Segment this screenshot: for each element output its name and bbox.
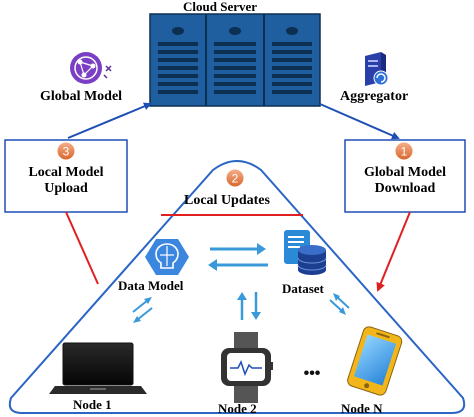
node2-exchange-arrows bbox=[237, 292, 261, 320]
data-model-label: Data Model bbox=[118, 278, 184, 293]
svg-text:1: 1 bbox=[401, 145, 408, 159]
upload-box-label: Local Model Upload bbox=[5, 165, 127, 197]
svg-text:3: 3 bbox=[63, 145, 70, 159]
server-icon bbox=[149, 13, 321, 107]
more-nodes-ellipsis: ••• bbox=[304, 365, 321, 382]
download-arrow bbox=[319, 103, 400, 140]
upload-box-line1: Local Model bbox=[28, 165, 104, 180]
dataset-label: Dataset bbox=[282, 281, 324, 296]
phone-icon bbox=[347, 326, 403, 396]
step-3-badge: 3 bbox=[56, 141, 76, 161]
download-box-line1: Global Model bbox=[363, 165, 447, 180]
upload-box-line2: Upload bbox=[44, 181, 88, 197]
smartwatch-icon bbox=[221, 332, 273, 403]
step-1-badge: 1 bbox=[394, 141, 414, 161]
upload-arrow bbox=[67, 102, 152, 139]
noden-exchange-arrows bbox=[329, 293, 350, 315]
download-box-label: Global Model Download bbox=[345, 165, 465, 197]
node-1-label: Node 1 bbox=[73, 397, 112, 412]
data-model-icon bbox=[145, 239, 189, 275]
download-box-line2: Download bbox=[374, 181, 436, 197]
local-environment-triangle bbox=[8, 160, 466, 414]
global-model-label: Global Model bbox=[40, 89, 123, 104]
node-n-label: Node N bbox=[341, 401, 383, 416]
data-exchange-arrows bbox=[208, 243, 268, 271]
upload-connector bbox=[65, 211, 99, 285]
local-updates-label: Local Updates bbox=[184, 193, 270, 208]
svg-text:2: 2 bbox=[232, 172, 239, 186]
aggregator-label: Aggregator bbox=[340, 89, 409, 104]
step-2-badge: 2 bbox=[225, 168, 245, 188]
cloud-server-label: Cloud Server bbox=[183, 0, 258, 14]
dataset-icon bbox=[284, 230, 327, 275]
download-connector bbox=[376, 211, 411, 292]
laptop-icon bbox=[49, 342, 147, 394]
network-globe-icon bbox=[70, 52, 112, 84]
node1-exchange-arrows bbox=[132, 297, 153, 323]
aggregator-icon bbox=[365, 52, 389, 86]
node-2-label: Node 2 bbox=[218, 401, 257, 416]
